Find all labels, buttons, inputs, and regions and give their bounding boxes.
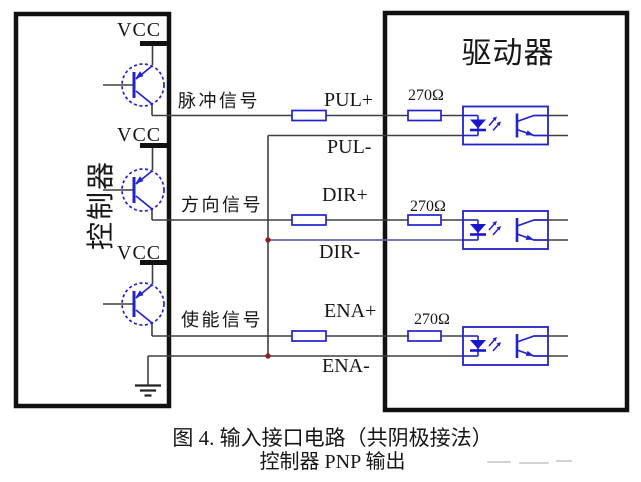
pin-label-dir-plus: DIR+	[322, 184, 368, 206]
ground-icon	[135, 384, 161, 397]
pin-label-pul-plus: PUL+	[324, 89, 374, 111]
pin-label-pul-minus: PUL-	[327, 136, 372, 158]
figure-caption-line1: 图 4. 输入接口电路（共阴极接法）	[172, 426, 493, 450]
junction-dot	[265, 237, 271, 243]
resistor-icon	[291, 109, 327, 122]
resistors	[291, 109, 442, 342]
vcc-rail-icon	[140, 41, 167, 265]
signal-name-enable: 使能信号	[181, 310, 263, 330]
signal-name-pulse: 脉冲信号	[178, 91, 260, 111]
resistor-icon	[291, 214, 327, 226]
pnp-transistor-icon	[101, 281, 166, 327]
resistor-icon	[291, 330, 327, 342]
optocoupler-icon	[461, 105, 570, 146]
pin-label-ena-plus: ENA+	[324, 300, 377, 322]
optocoupler-icon	[461, 209, 570, 251]
vcc-label: VCC	[117, 124, 162, 146]
junction-dot	[265, 353, 271, 359]
series-resistor-icon	[407, 109, 442, 122]
resistor-value: 270Ω	[414, 311, 450, 328]
signal-name-direction: 方向信号	[181, 195, 263, 215]
optocoupler-icon	[461, 325, 570, 367]
controller-box	[13, 11, 172, 409]
figure-caption-line2: 控制器 PNP 输出	[259, 451, 406, 473]
pin-label-dir-minus: DIR-	[319, 241, 361, 263]
pnp-transistor-icon	[101, 62, 166, 108]
vcc-label: VCC	[117, 19, 162, 41]
pin-label-ena-minus: ENA-	[322, 355, 370, 377]
controller-title: 控制器	[86, 160, 117, 251]
driver-title: 驱动器	[461, 37, 555, 70]
resistor-value: 270Ω	[408, 87, 444, 104]
series-resistor-icon	[407, 330, 442, 342]
series-resistor-icon	[407, 214, 442, 226]
resistor-value: 270Ω	[410, 198, 446, 215]
vcc-label: VCC	[117, 242, 162, 264]
driver-box	[382, 10, 630, 413]
